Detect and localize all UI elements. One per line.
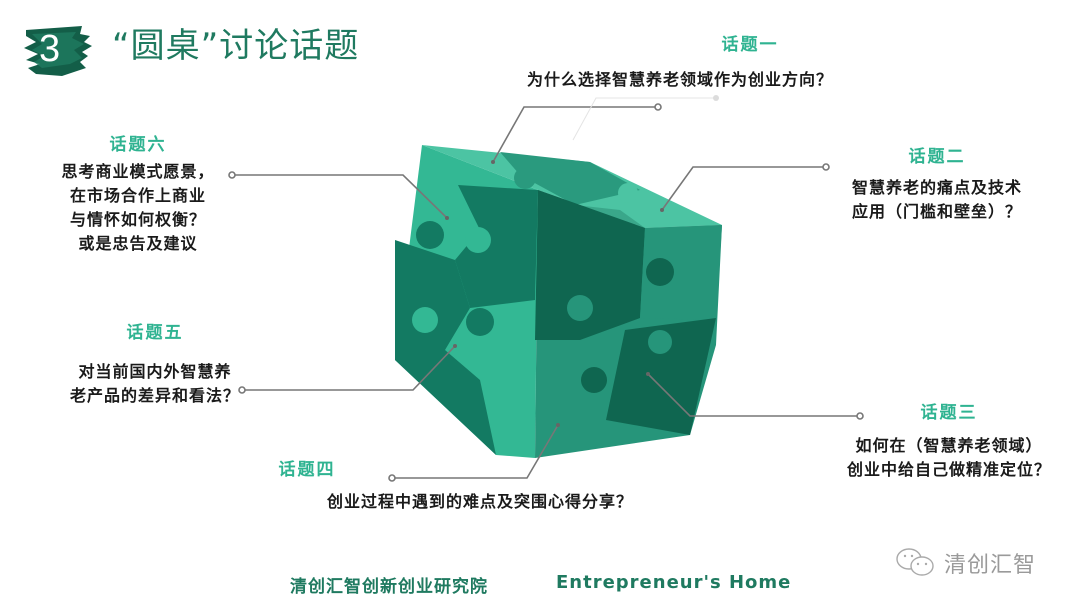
topic-4-question: 创业过程中遇到的难点及突围心得分享？: [290, 490, 670, 514]
topic-1-question: 为什么选择智慧养老领域作为创业方向？: [480, 68, 880, 92]
topic-6: 话题六 思考商业模式愿景， 在市场合作上商业 与情怀如何权衡？ 或是忠告及建议: [38, 134, 238, 256]
topic-5-text: 对当前国内外智慧养 老产品的差异和看法？: [69, 362, 240, 405]
section-number-badge: 3: [22, 22, 94, 78]
topic-3-label: 话题三: [920, 403, 978, 423]
section-number: 3: [39, 28, 61, 70]
topic-4-text: 创业过程中遇到的难点及突围心得分享？: [326, 492, 633, 511]
topic-5: 话题五 对当前国内外智慧养 老产品的差异和看法？: [40, 322, 270, 408]
topic-2-label: 话题二: [908, 147, 966, 167]
topic-3: 话题三 如何在（智慧养老领域） 创业中给自己做精准定位？: [818, 402, 1080, 482]
topic-4: 话题四: [262, 459, 352, 481]
wechat-watermark: 清创汇智: [894, 546, 1036, 580]
topic-2-text: 智慧养老的痛点及技术 应用（门槛和壁垒）？: [851, 178, 1022, 221]
topic-6-label: 话题六: [109, 135, 167, 155]
topic-4-label: 话题四: [278, 460, 336, 480]
topic-5-label: 话题五: [126, 323, 184, 343]
topic-3-text: 如何在（智慧养老领域） 创业中给自己做精准定位？: [846, 436, 1051, 479]
footer-org-english: Entrepreneur's Home: [556, 572, 792, 593]
watermark-text: 清创汇智: [944, 553, 1037, 578]
topic-2: 话题二 智慧养老的痛点及技术 应用（门槛和壁垒）？: [822, 146, 1052, 224]
topic-1-label: 话题一: [721, 35, 779, 55]
brush-stroke-icon: [24, 26, 92, 76]
topic-1-text: 为什么选择智慧养老领域作为创业方向？: [526, 70, 833, 89]
wechat-icon: [896, 548, 934, 576]
footer-org-name: 清创汇智创新创业研究院: [290, 577, 488, 597]
page-title: “圆桌”讨论话题: [112, 26, 360, 66]
topic-6-text: 思考商业模式愿景， 在市场合作上商业 与情怀如何权衡？ 或是忠告及建议: [61, 162, 215, 253]
topic-1: 话题一: [680, 34, 820, 56]
